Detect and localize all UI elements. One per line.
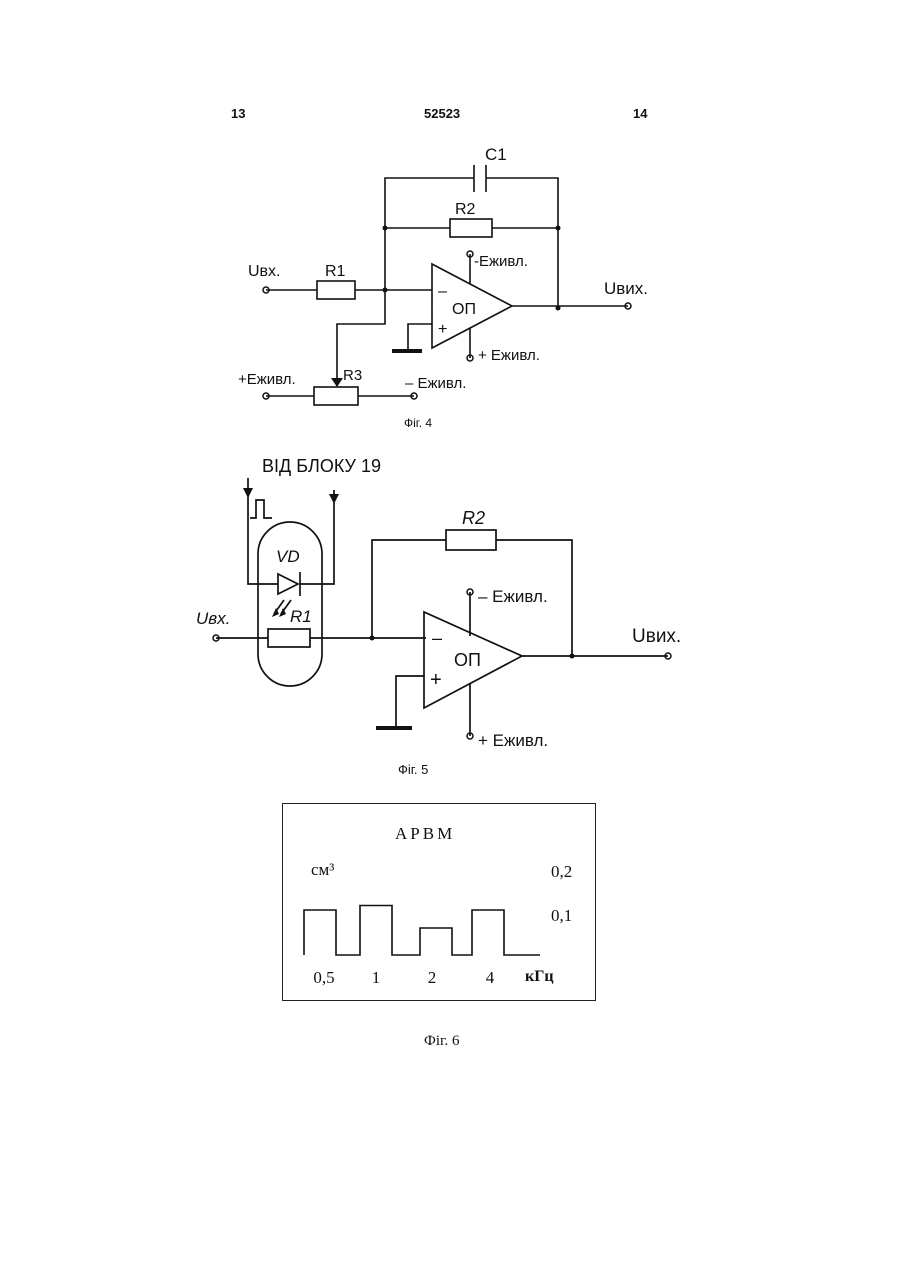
fig5-ground-wire <box>396 676 424 726</box>
fig5-caption: Фіг. 5 <box>398 762 428 777</box>
fig6-x-tick-label: 4 <box>485 968 494 987</box>
fig5-label-opamp: ОП <box>454 650 481 670</box>
fig5-label-r1: R1 <box>290 607 312 626</box>
fig6-x-tick-label: 2 <box>427 968 436 987</box>
fig5-node <box>370 636 375 641</box>
fig5-r1-resistor <box>268 629 310 647</box>
fig6-x-tick-label: 1 <box>371 968 380 987</box>
fig5-label-inv: – <box>432 628 442 648</box>
fig5-label-noninv: + <box>430 669 442 691</box>
fig5-r2-resistor <box>446 530 496 550</box>
fig5-label-r2: R2 <box>462 508 485 528</box>
fig6-caption: Фіг. 6 <box>424 1033 459 1050</box>
fig6-x-unit: кГц <box>525 968 554 986</box>
fig6-display-panel: АРВМ см³ 0,2 0,1 0,5124 кГц <box>282 803 596 1001</box>
fig5-node <box>570 654 575 659</box>
fig5-label-vd: VD <box>276 547 300 566</box>
fig5-label-plus-supply: + Еживл. <box>478 731 548 750</box>
fig5-circuit-diagram: ВІД БЛОКУ 19 VD R1 R2 Uвх. Uвих. ОП – + … <box>0 0 900 780</box>
fig5-label-u-out: Uвих. <box>632 626 681 647</box>
fig5-label-u-in: Uвх. <box>196 609 230 628</box>
fig5-diode-triangle <box>278 574 298 594</box>
fig5-pulse-symbol <box>250 500 272 518</box>
fig5-arrow-down-left <box>243 488 253 498</box>
fig5-ground-bar <box>376 726 412 730</box>
fig6-bar-outline <box>304 905 540 955</box>
fig6-x-tick-label: 0,5 <box>313 968 334 987</box>
fig5-arrow-down-right <box>329 494 339 504</box>
fig5-control-wire-left <box>248 478 278 584</box>
fig5-label-minus-supply: – Еживл. <box>478 587 548 606</box>
fig5-label-from-block: ВІД БЛОКУ 19 <box>262 456 381 476</box>
